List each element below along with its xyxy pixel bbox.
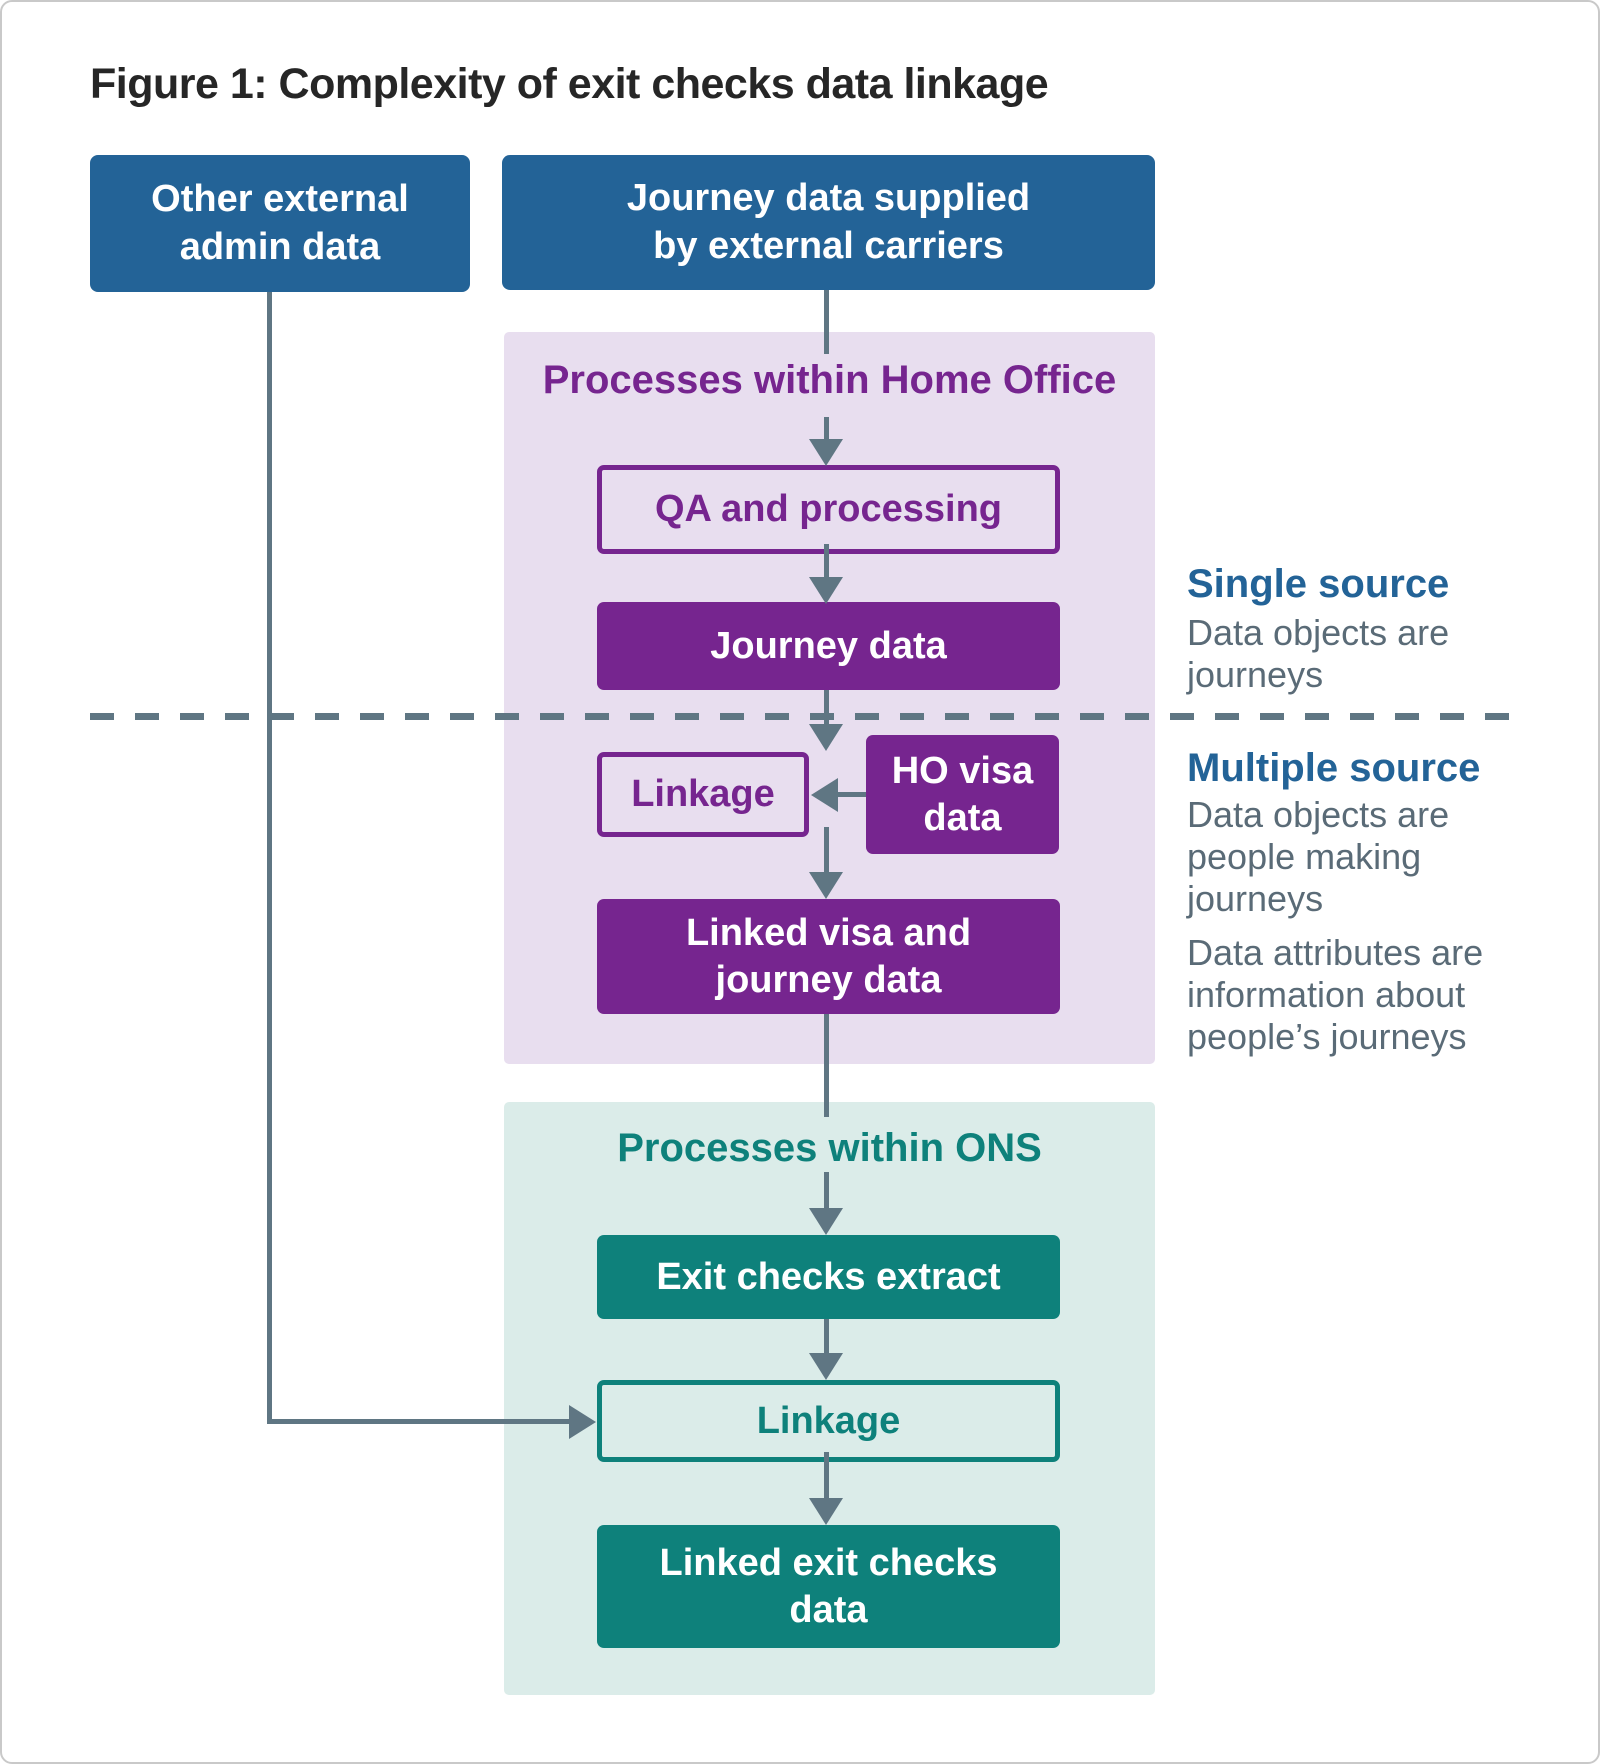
ho-visa-data-box: HO visa data <box>866 735 1059 854</box>
connector-exit-to-ons-linkage <box>824 1319 829 1353</box>
exit-checks-extract-box: Exit checks extract <box>597 1235 1060 1319</box>
data-attributes-body: Data attributes are information about pe… <box>1187 932 1484 1058</box>
other-external-admin-data-box: Other external admin data <box>90 155 470 292</box>
ons-heading: Processes within ONS <box>617 1126 1042 1170</box>
connector-ons-linkage-to-linked-exit <box>824 1452 829 1498</box>
arrowhead-into-ho-linkage <box>809 724 843 751</box>
home-office-heading: Processes within Home Office <box>542 358 1117 402</box>
linked-visa-and-journey-data-box: Linked visa and journey data <box>597 899 1060 1014</box>
figure-title: Figure 1: Complexity of exit checks data… <box>90 60 1049 108</box>
linked-exit-checks-data-box: Linked exit checks data <box>597 1525 1060 1648</box>
single-multiple-divider-dashed-line <box>90 713 1512 720</box>
connector-carriers-to-home-office <box>824 290 829 354</box>
arrowhead-into-exit-extract <box>809 1208 843 1235</box>
ons-linkage-box: Linkage <box>597 1380 1060 1462</box>
connector-heading-to-qa <box>824 417 829 439</box>
arrowhead-into-journey-data <box>809 577 843 604</box>
connector-ons-heading-to-exit <box>824 1172 829 1208</box>
journey-data-box: Journey data <box>597 602 1060 690</box>
arrowhead-into-linked-visa <box>809 872 843 899</box>
arrowhead-into-qa <box>809 439 843 466</box>
arrowhead-into-ons-linkage-right <box>569 1405 596 1439</box>
arrowhead-into-ho-linkage-left <box>811 778 838 812</box>
arrowhead-into-ons-linkage <box>809 1353 843 1380</box>
arrowhead-into-linked-exit <box>809 1498 843 1525</box>
connector-other-admin-vertical <box>267 292 272 1424</box>
connector-linkage-to-linked-visa <box>824 827 829 872</box>
single-source-body: Data objects are journeys <box>1187 612 1450 696</box>
connector-other-admin-horizontal <box>267 1419 569 1424</box>
ho-linkage-box: Linkage <box>597 752 809 837</box>
connector-journey-to-linkage <box>824 690 829 724</box>
multiple-source-body: Data objects are people making journeys <box>1187 794 1450 920</box>
qa-and-processing-box: QA and processing <box>597 465 1060 554</box>
connector-ho-visa-to-linkage <box>838 792 866 797</box>
connector-linked-visa-to-ons <box>824 1014 829 1117</box>
connector-qa-to-journey <box>824 544 829 577</box>
multiple-source-heading: Multiple source <box>1187 746 1481 790</box>
journey-data-supplied-box: Journey data supplied by external carrie… <box>502 155 1155 290</box>
single-source-heading: Single source <box>1187 562 1450 606</box>
